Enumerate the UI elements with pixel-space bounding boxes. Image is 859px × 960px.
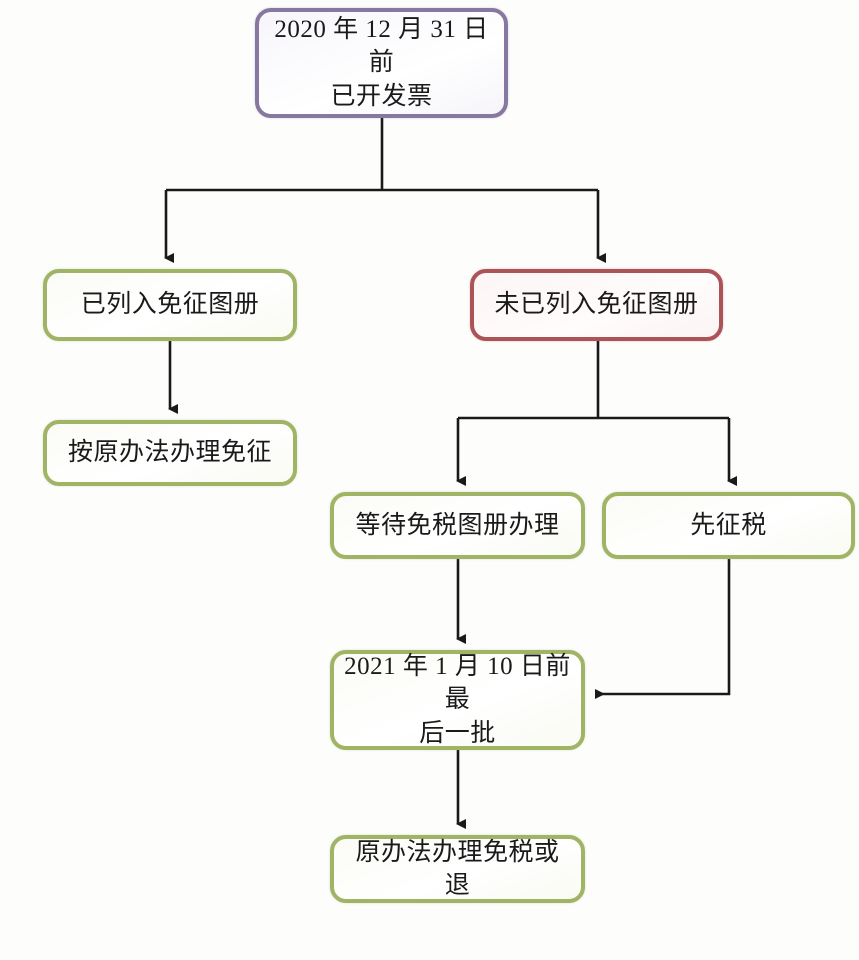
node-listed-in-catalog[interactable]: 已列入免征图册 [43, 269, 297, 341]
node-last-batch-deadline-label: 2021 年 1 月 10 日前最 后一批 [344, 652, 571, 747]
node-exemption-or-refund-label: 原办法办理免税或退 [355, 838, 560, 900]
node-not-listed-in-catalog[interactable]: 未已列入免征图册 [470, 269, 723, 341]
node-await-catalog-processing[interactable]: 等待免税图册办理 [330, 492, 585, 559]
edge-prelevy-lastbatch [595, 559, 731, 699]
node-old-method-exemption-label: 按原办法办理免征 [67, 439, 272, 467]
node-invoice-deadline-label: 2020 年 12 月 31 日前 已开发票 [274, 15, 489, 110]
node-invoice-deadline[interactable]: 2020 年 12 月 31 日前 已开发票 [255, 8, 508, 118]
edge-invoice-split [164, 118, 606, 263]
edge-notlisted-split [456, 341, 737, 486]
node-not-listed-in-catalog-label: 未已列入免征图册 [494, 291, 699, 319]
node-listed-in-catalog-label: 已列入免征图册 [80, 291, 260, 319]
node-await-catalog-processing-label: 等待免税图册办理 [355, 511, 560, 539]
node-levy-tax-first[interactable]: 先征税 [602, 492, 855, 559]
node-exemption-or-refund[interactable]: 原办法办理免税或退 [330, 835, 585, 903]
node-old-method-exemption[interactable]: 按原办法办理免征 [43, 420, 297, 486]
node-levy-tax-first-label: 先征税 [690, 511, 767, 539]
node-last-batch-deadline[interactable]: 2021 年 1 月 10 日前最 后一批 [330, 650, 585, 750]
